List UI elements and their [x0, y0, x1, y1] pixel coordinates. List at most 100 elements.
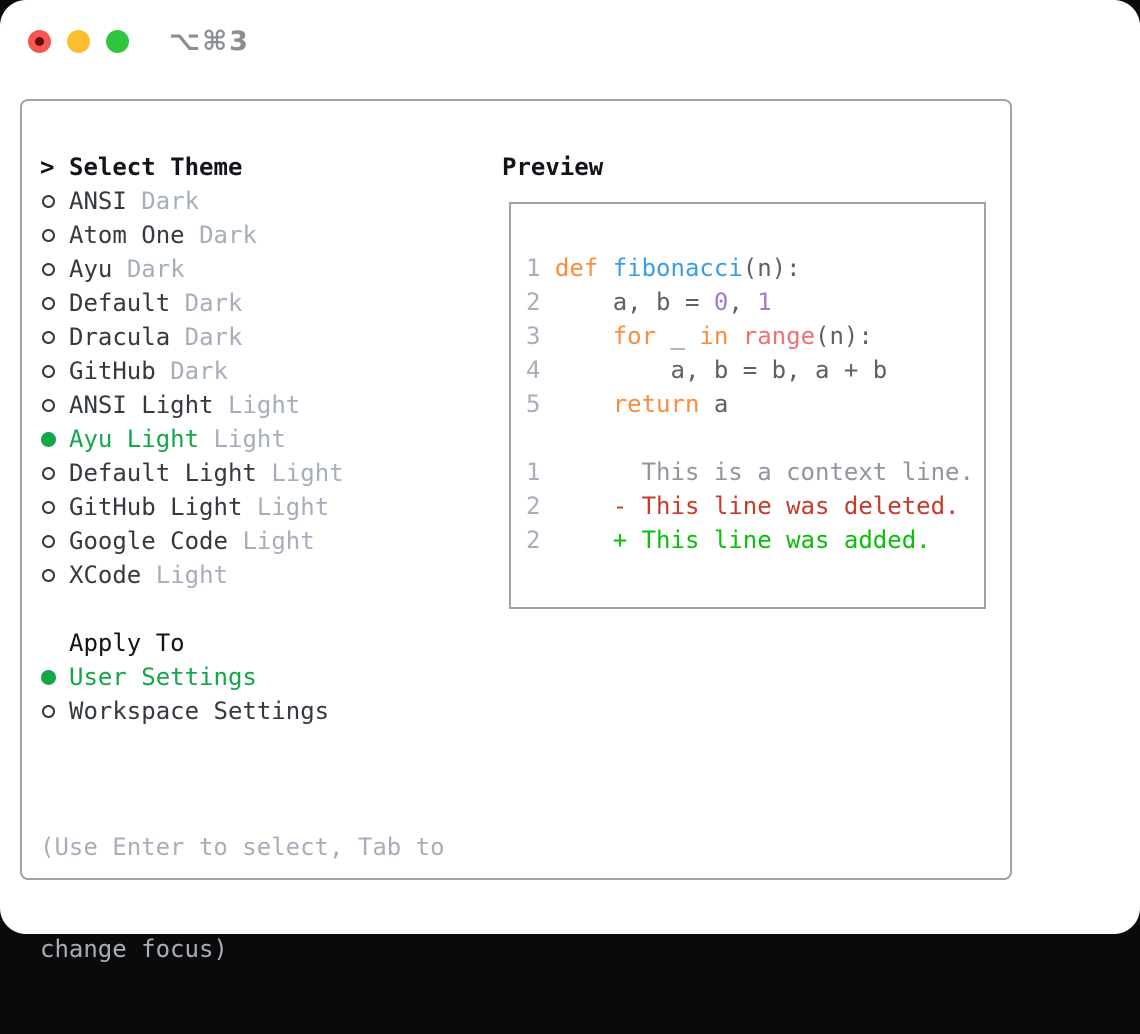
line-number: 4 — [526, 356, 555, 384]
theme-option-variant: Light — [213, 425, 286, 453]
theme-list-header: > Select Theme — [40, 150, 344, 184]
radio-icon[interactable] — [42, 704, 55, 718]
radio-icon[interactable] — [42, 194, 55, 208]
theme-option[interactable]: GitHub Dark — [40, 354, 344, 388]
theme-option-label: GitHub — [69, 357, 156, 385]
code-token-context: This is a context line. — [554, 458, 974, 486]
theme-option[interactable]: Google Code Light — [40, 524, 344, 558]
theme-option[interactable]: ANSI Dark — [40, 184, 344, 218]
apply-to-option-label: Workspace Settings — [69, 697, 330, 725]
code-token-keyword: in — [699, 322, 729, 350]
code-line: 1 This is a context line. — [526, 455, 984, 489]
code-token-number: 1 — [757, 288, 772, 316]
apply-to-header: Apply To — [40, 626, 329, 660]
line-number: 2 — [526, 492, 555, 520]
theme-list-title: Select Theme — [69, 153, 243, 181]
radio-selected-icon[interactable] — [41, 431, 56, 447]
theme-option-label: Dracula — [69, 323, 171, 351]
code-token-keyword: return — [612, 390, 700, 418]
preview-title: Preview — [502, 153, 604, 181]
theme-option-label: Ayu — [69, 255, 113, 283]
theme-option-label: ANSI — [69, 187, 127, 215]
theme-option-label: Default — [69, 289, 171, 317]
code-token-default — [555, 390, 613, 418]
apply-to-option[interactable]: User Settings — [40, 660, 329, 694]
code-line: 3 for _ in range(n): — [526, 319, 984, 353]
theme-option-label: Default Light — [69, 459, 257, 487]
theme-option[interactable]: Ayu Light Light — [40, 422, 344, 456]
window-titlebar: ⌥⌘3 — [28, 26, 250, 57]
line-number: 1 — [526, 458, 555, 486]
code-line: 5 return a — [526, 387, 984, 421]
code-token-number: 0 — [713, 288, 729, 316]
theme-option-variant: Dark — [170, 357, 228, 385]
theme-option[interactable]: ANSI Light Light — [40, 388, 344, 422]
code-token-default: (n): — [742, 254, 801, 282]
theme-option-label: ANSI Light — [69, 391, 214, 419]
code-token-default: a, b = — [554, 288, 714, 316]
radio-icon[interactable] — [42, 296, 55, 310]
radio-icon[interactable] — [42, 364, 55, 378]
apply-to-option-label: User Settings — [69, 663, 257, 691]
radio-icon[interactable] — [42, 262, 55, 276]
apply-to-title: Apply To — [69, 629, 185, 657]
selection-caret-icon: > — [40, 153, 55, 181]
theme-option-label: Ayu Light — [69, 425, 200, 453]
radio-icon[interactable] — [42, 466, 55, 480]
theme-option-variant: Light — [155, 561, 228, 589]
radio-icon[interactable] — [42, 568, 55, 582]
radio-icon[interactable] — [42, 500, 55, 514]
code-line: 2 a, b = 0, 1 — [526, 285, 984, 319]
preview-header: Preview — [502, 150, 603, 184]
theme-option-variant: Dark — [126, 255, 185, 283]
code-token-default: a, b = b, a + b — [554, 356, 888, 384]
theme-option-variant: Light — [242, 527, 315, 555]
help-text-line2: change focus) — [40, 935, 228, 963]
radio-icon[interactable] — [42, 398, 55, 412]
code-line: 2 + This line was added. — [526, 523, 984, 557]
line-number — [526, 424, 555, 452]
radio-icon[interactable] — [42, 534, 55, 548]
radio-icon[interactable] — [42, 228, 55, 242]
code-token-deleted: - This line was deleted. — [554, 492, 960, 520]
code-token-keyword: for — [612, 322, 657, 350]
code-token-keyword: def — [554, 254, 613, 282]
code-token-default: a — [699, 390, 729, 418]
zoom-button[interactable] — [106, 30, 129, 53]
code-line: 2 - This line was deleted. — [526, 489, 984, 523]
code-line: 1 def fibonacci(n): — [526, 251, 984, 285]
code-token-default — [555, 322, 613, 350]
code-token-added: + This line was added. — [554, 526, 931, 554]
theme-option-label: GitHub Light — [69, 493, 243, 521]
theme-option[interactable]: Ayu Dark — [40, 252, 344, 286]
close-button[interactable] — [28, 30, 51, 53]
code-token-function: fibonacci — [612, 254, 743, 282]
theme-option[interactable]: XCode Light — [40, 558, 344, 592]
theme-option-variant: Light — [271, 459, 344, 487]
radio-icon[interactable] — [42, 330, 55, 344]
help-text-line1: (Use Enter to select, Tab to — [40, 833, 445, 861]
theme-option-label: Google Code — [69, 527, 228, 555]
minimize-button[interactable] — [67, 30, 90, 53]
radio-selected-icon[interactable] — [41, 669, 56, 685]
line-number: 2 — [526, 526, 555, 554]
keyboard-shortcut-label: ⌥⌘3 — [169, 26, 250, 57]
theme-option[interactable]: Default Dark — [40, 286, 344, 320]
code-token-default — [728, 322, 742, 350]
apply-to-option[interactable]: Workspace Settings — [40, 694, 329, 728]
theme-option-variant: Light — [228, 391, 301, 419]
theme-option-variant: Dark — [141, 187, 200, 215]
code-token-default: (n): — [815, 322, 873, 350]
theme-option-variant: Dark — [184, 289, 243, 317]
code-line — [526, 421, 984, 455]
theme-option-label: Atom One — [69, 221, 185, 249]
theme-option[interactable]: Default Light Light — [40, 456, 344, 490]
theme-option-label: XCode — [69, 561, 142, 589]
